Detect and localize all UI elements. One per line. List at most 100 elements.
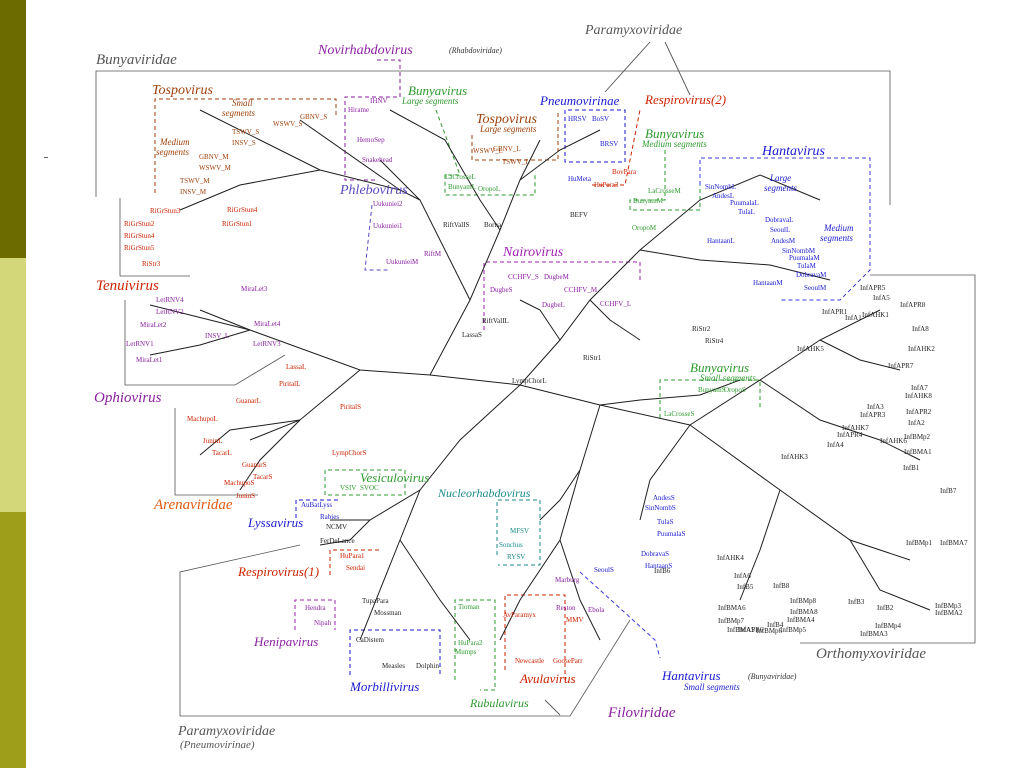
leaf-sinnombs: SinNombS <box>645 504 676 512</box>
leaf-junins: JuninS <box>236 492 255 500</box>
label-hantavirus-top: Hantavirus <box>761 144 826 159</box>
label-pneumovirinae: Pneumovirinae <box>539 93 620 108</box>
leaf-infapr3: InfAPR3 <box>860 411 886 419</box>
label-bunyavirus-large: Bunyavirus <box>408 83 467 98</box>
leaf-infahk3: InfAHK3 <box>781 453 808 461</box>
leaf-dugbes: DugbeS <box>490 286 513 294</box>
label-small-segments-3: Small segments <box>700 373 756 383</box>
label-tenuivirus: Tenuivirus <box>96 278 159 294</box>
leaf-reston: Reston <box>556 604 576 612</box>
respiro1-box <box>329 549 380 575</box>
leaf-uukuniei2: Uukuniei2 <box>373 200 403 208</box>
label-medium-segments-1: Medium <box>159 137 190 147</box>
leaf-machupos: MachupoS <box>224 479 254 487</box>
leaf-infbmp4: InfBMp4 <box>875 622 902 630</box>
leaf-riftvalis: RiftValIS <box>443 221 470 229</box>
ophiovirus-outline <box>124 300 286 386</box>
leaf-wswv-m: WSWV_M <box>199 164 232 172</box>
pneumo-box <box>564 109 626 163</box>
label-large-h1: Large <box>769 173 791 183</box>
leaf-bovpara: BovPara <box>612 168 637 176</box>
henipa-box <box>294 599 336 630</box>
leaf-letrnv3: LetRNV3 <box>253 340 281 348</box>
leaf-hantaanl: HantaanL <box>707 237 735 245</box>
label-large-segments-2: Large segments <box>479 124 537 134</box>
leaf-lacrosses: LaCrosseS <box>664 410 694 418</box>
vesiculo-box <box>324 469 406 496</box>
leaf-rigrstun4: RiGrStun4 <box>227 206 258 214</box>
leaf-seoull: SeoulL <box>770 226 790 234</box>
leaf-sendai: Sendai <box>346 564 365 572</box>
leaf-tulas: TulaS <box>657 518 674 526</box>
leaf-puumalal: PuumalaL <box>730 199 759 207</box>
leaf-marburg: Marburg <box>555 576 580 584</box>
label-novirhabdovirus: Novirhabdovirus <box>317 43 413 58</box>
label-pneumovirinae-bottom: (Pneumovirinae) <box>180 739 255 751</box>
bunya-large-box <box>435 109 536 196</box>
leaf-insv-m: INSV_M <box>180 188 207 196</box>
hanta-box <box>699 157 871 301</box>
leaf-dobraval: DobravaL <box>765 216 793 224</box>
leaf-ristr2: RiStr2 <box>692 325 711 333</box>
leaf-dugbem: DugbeM <box>544 273 570 281</box>
label-tospovirus-top: Tospovirus <box>152 83 214 98</box>
leaf-infa4: InfA4 <box>827 441 844 449</box>
leaf-riftm: RiftM <box>424 250 442 258</box>
leaf-letrnv1: LetRNV1 <box>126 340 154 348</box>
leaf-measles: Measles <box>382 662 405 670</box>
bunyaviridae-outline <box>95 70 891 205</box>
leaf-brsv: BRSV <box>600 140 618 148</box>
leaf-infa3: InfA3 <box>867 403 884 411</box>
leaf-hrsv: HRSV <box>568 115 587 123</box>
nucleo-box <box>496 499 541 566</box>
label-avulavirus: Avulavirus <box>519 671 576 686</box>
label-small-segments-4: Small segments <box>684 682 740 692</box>
label-morbillivirus: Morbillivirus <box>349 679 419 694</box>
leaf-infa5: InfA5 <box>873 294 890 302</box>
label-ophiovirus: Ophiovirus <box>94 390 162 406</box>
leaf-dobravam: DobravaM <box>796 271 827 279</box>
leaf-infapr2: InfAPR2 <box>906 408 932 416</box>
leaf-tswv-m: TSWV_M <box>180 177 210 185</box>
leaf-infbmp1: InfBMp1 <box>906 539 933 547</box>
leaf-infapr6: InfAPR6 <box>738 626 764 634</box>
label-hantavirus-bottom: Hantavirus <box>661 668 721 683</box>
tenuivirus-outline <box>119 198 190 277</box>
leaf-lassas: LassaS <box>462 331 482 339</box>
leaf-infbma6: InfBMA6 <box>718 604 746 612</box>
leaf-tswv-l: TSWV_L <box>502 158 530 166</box>
morbilli-box <box>349 629 441 675</box>
family-outlines <box>95 70 976 717</box>
leaf-infbmp3: InfBMp3 <box>935 602 962 610</box>
leaf-rabies: Rabies <box>320 513 339 521</box>
leaf-cchfv-m: CCHFV_M <box>564 286 598 294</box>
lyssa-box <box>295 499 340 518</box>
leaf-oropol: OropoL <box>478 185 500 193</box>
label-small-segments-2: segments <box>222 108 255 118</box>
label-medium-h1: Medium <box>823 223 854 233</box>
leaf-sinnombm: SinNombM <box>782 247 816 255</box>
leaf-infbma2: InfBMA2 <box>935 609 963 617</box>
leaf-lympchorl: LympChorL <box>512 377 547 385</box>
paramyxoviridae-outline <box>179 544 301 716</box>
leaf-ihnv: IHNV <box>370 97 388 105</box>
label-orthomyxoviridae: Orthomyxoviridae <box>816 646 926 662</box>
leaf-infahk5: InfAHK5 <box>797 345 824 353</box>
label-tospovirus-large: Tospovirus <box>476 112 538 127</box>
small-mark <box>44 157 48 158</box>
leaf-infapr7: InfAPR7 <box>888 362 914 370</box>
leaf-machupol: MachupoL <box>187 415 218 423</box>
trunk <box>429 374 691 426</box>
leaf-lacrossem: LaCrosseM <box>648 187 681 195</box>
leaf-infb4: InfB4 <box>767 621 784 629</box>
leaf-ristr1: RiStr1 <box>583 354 602 362</box>
leaf-insv-l: INSV_L <box>205 332 229 340</box>
leaf-hupara2: HuPara2 <box>458 639 483 647</box>
avula-box <box>504 594 566 680</box>
respiro2-box <box>592 109 641 186</box>
leaf-miralet4: MiraLet4 <box>254 320 281 328</box>
leaf-letrnv2: LetRNV2 <box>156 308 184 316</box>
leaf-ncmv: NCMV <box>326 523 347 531</box>
leaf-infapr5: InfAPR5 <box>860 284 886 292</box>
leaf-tswv-s: TSWV_S <box>232 128 259 136</box>
